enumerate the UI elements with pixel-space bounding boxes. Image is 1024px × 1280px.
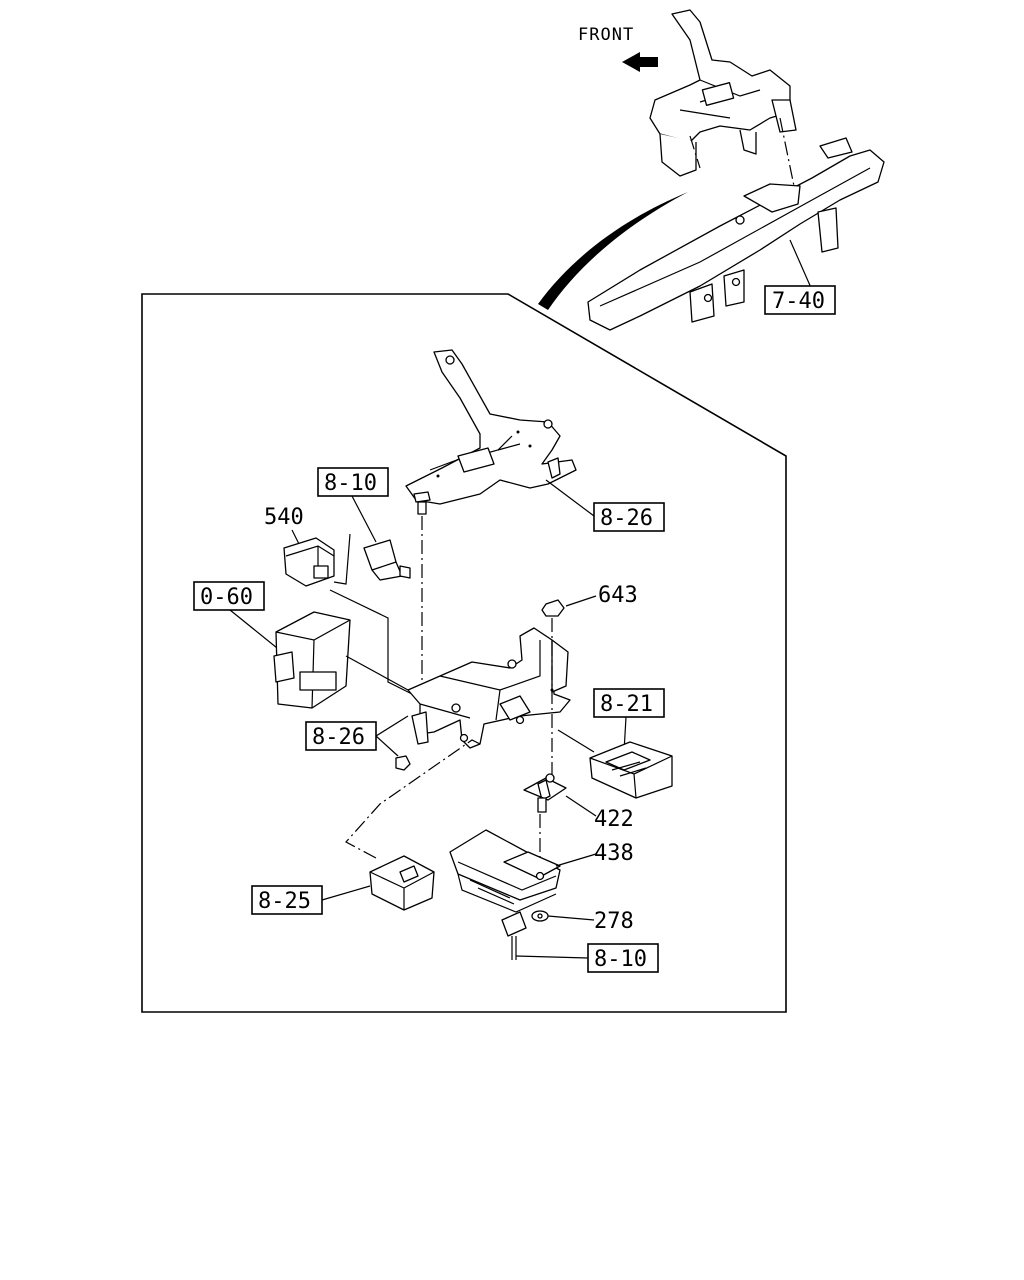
overview-assembly: FRONT 7-40 (538, 9, 885, 331)
callout-8-25: 8-25 (258, 889, 311, 914)
callout-box-8-26-mid (305, 721, 377, 751)
callout-box-0-60 (193, 581, 265, 611)
part-422: 422 (594, 807, 634, 832)
callout-8-21: 8-21 (600, 692, 653, 717)
nut-643 (541, 599, 565, 617)
callout-box-8-10-top (317, 467, 389, 497)
bolt-upper (413, 491, 431, 515)
detail-frame (141, 293, 787, 1013)
callout-box-8-26-top (593, 502, 665, 532)
callout-8-10-top: 8-10 (324, 471, 377, 496)
detail-arrow-icon (538, 192, 688, 310)
nut-small (395, 755, 411, 771)
callout-7-40: 7-40 (772, 289, 825, 314)
upper-bracket (405, 349, 577, 505)
part-643: 643 (598, 583, 638, 608)
part-438: 438 (594, 841, 634, 866)
callout-0-60: 0-60 (200, 585, 253, 610)
callout-8-10-bottom: 8-10 (594, 947, 647, 972)
connector-8-25 (369, 855, 435, 911)
part-278: 278 (594, 909, 634, 934)
detail-assembly: 8-26 8-10 540 0-60 (193, 349, 673, 973)
callout-box-8-21 (593, 688, 665, 718)
front-arrow-icon (622, 52, 658, 72)
callout-box-7-40 (764, 285, 836, 315)
connector-8-21 (589, 741, 673, 799)
clip-422 (523, 777, 567, 801)
relay-540 (283, 537, 335, 587)
front-label: FRONT (578, 25, 634, 45)
connector-8-10-bottom (501, 911, 527, 937)
part-540: 540 (264, 505, 304, 530)
callout-box-8-10-bottom (587, 943, 659, 973)
connector-8-10-top (363, 539, 403, 581)
callout-8-26-mid: 8-26 (312, 725, 365, 750)
callout-8-26-top: 8-26 (600, 506, 653, 531)
